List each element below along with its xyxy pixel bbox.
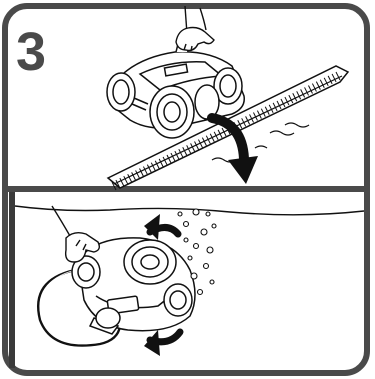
bubble xyxy=(184,222,189,227)
bubble xyxy=(188,256,192,260)
bubble xyxy=(184,238,188,242)
bubble xyxy=(204,264,209,269)
bubble xyxy=(207,247,213,253)
bubble xyxy=(210,280,214,284)
pool-wall xyxy=(9,192,15,368)
bubble xyxy=(194,244,199,249)
bubble xyxy=(201,229,207,235)
bubble xyxy=(212,224,216,228)
bubble xyxy=(191,273,197,279)
bubble xyxy=(178,212,182,216)
bubble xyxy=(206,212,210,216)
bubble xyxy=(198,290,203,295)
step-number: 3 xyxy=(16,22,46,82)
bubble xyxy=(193,209,199,215)
